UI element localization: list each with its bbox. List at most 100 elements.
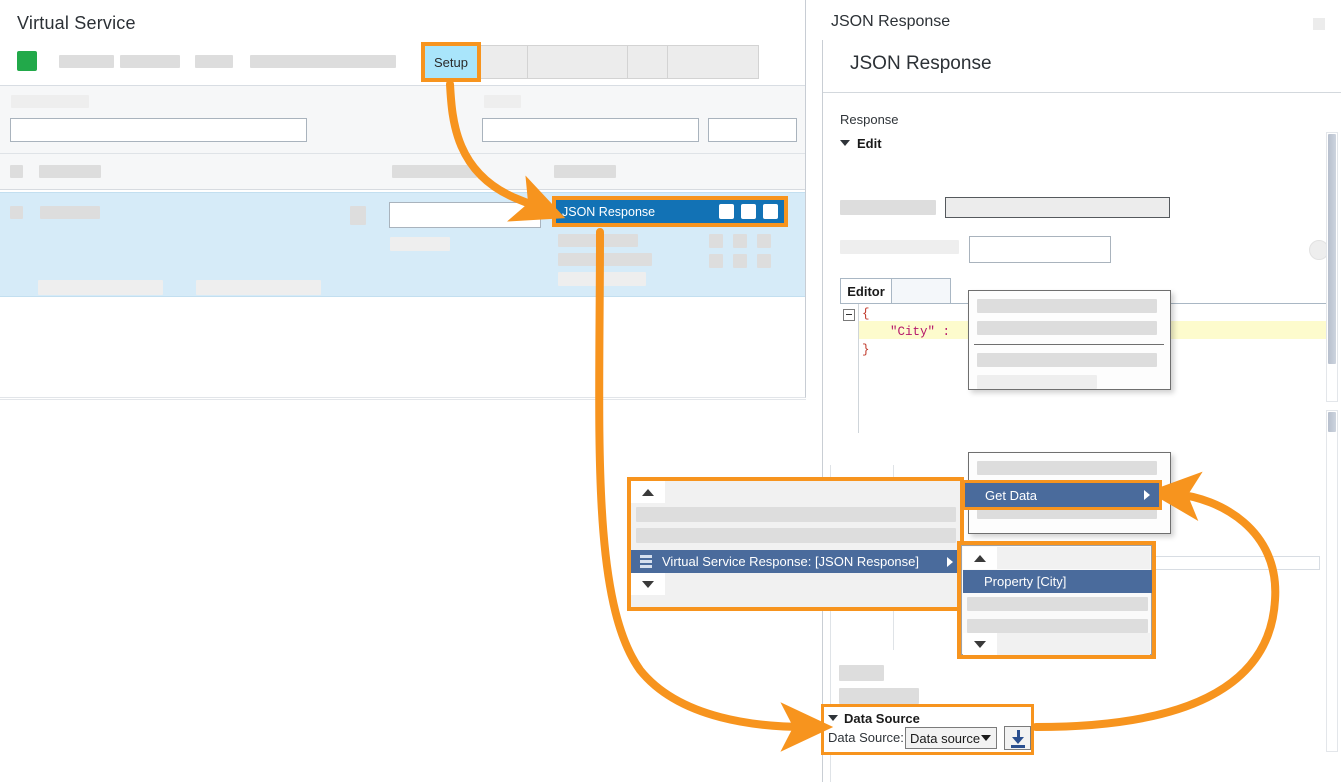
tab-blank-2[interactable] — [528, 45, 628, 79]
virtual-service-form-row — [0, 86, 805, 154]
close-button[interactable] — [763, 204, 778, 219]
data-source-field-label: Data Source: — [828, 730, 904, 745]
editor-line-open-brace: { — [862, 307, 870, 321]
popup-separator — [974, 344, 1164, 345]
property-scroll-down-arrow-icon — [974, 640, 986, 648]
dialog-heading: JSON Response — [850, 53, 992, 74]
row-placeholder-3 — [390, 237, 450, 251]
get-data-label: Get Data — [985, 487, 1038, 503]
editor-tab-strip: Editor — [840, 278, 951, 304]
edit-field-label-2 — [840, 240, 959, 254]
maximize-button[interactable] — [741, 204, 756, 219]
property-scroll-up[interactable] — [963, 547, 997, 569]
property-scroll-up-arrow-icon — [974, 554, 986, 562]
download-arrow-stem-icon — [1017, 730, 1020, 738]
form-input-3[interactable] — [708, 118, 797, 142]
row-placeholder-4 — [558, 234, 638, 247]
col-header-checkbox — [10, 165, 23, 178]
editor-line-close-brace: } — [862, 343, 870, 357]
chevron-down-icon-select — [981, 735, 991, 741]
row-icon-4 — [709, 254, 723, 268]
virtual-service-column-header — [0, 154, 805, 190]
row-placeholder-8 — [196, 280, 321, 295]
form-label-placeholder-1 — [11, 95, 89, 108]
scrollbar-track-upper[interactable] — [1326, 132, 1338, 402]
col-header-placeholder-1 — [39, 165, 101, 178]
dialog-body: JSON Response Response Edit Editor { — [822, 40, 1341, 782]
data-source-select[interactable]: Data source — [905, 727, 997, 749]
json-response-dialog: JSON Response JSON Response Response Edi… — [807, 0, 1341, 782]
row-placeholder-5 — [558, 253, 652, 266]
popup2-item-1[interactable] — [977, 461, 1157, 475]
minimize-button[interactable] — [719, 204, 734, 219]
toolbar-placeholder-3 — [195, 55, 233, 68]
tab-blank-4[interactable] — [668, 45, 759, 79]
popup-item-3[interactable] — [977, 353, 1157, 367]
row-placeholder-1 — [40, 206, 100, 219]
tab-editor-secondary[interactable] — [892, 278, 951, 304]
data-source-selected-value: Data source — [910, 730, 981, 746]
edit-field-label-1 — [840, 200, 936, 215]
scrollbar-thumb-upper[interactable] — [1328, 134, 1336, 364]
fold-collapse-icon[interactable] — [843, 309, 855, 321]
edit-field-value-1[interactable] — [945, 197, 1170, 218]
annotation-highlight-get-data — [962, 480, 1162, 510]
json-response-window-titlebar[interactable]: JSON Response — [556, 200, 784, 223]
data-source-group-label: Data Source — [844, 711, 920, 726]
page-title: Virtual Service — [17, 13, 136, 33]
toolbar-placeholder-1 — [59, 55, 114, 68]
annotation-highlight-setup-tab — [421, 42, 481, 82]
row-icon-5 — [733, 254, 747, 268]
tab-blank-3[interactable] — [628, 45, 668, 79]
popup-item-4[interactable] — [977, 375, 1097, 389]
row-placeholder-6 — [558, 272, 646, 286]
property-scroll-down[interactable] — [963, 633, 997, 655]
edit-group-label: Edit — [857, 136, 882, 151]
json-response-window-title: JSON Response — [562, 204, 656, 219]
form-input-2[interactable] — [482, 118, 699, 142]
annotation-highlight-json-response — [552, 196, 788, 227]
scrollbar-track-lower[interactable] — [1326, 410, 1338, 752]
edit-field-value-2[interactable] — [969, 236, 1111, 263]
col-header-placeholder-2 — [392, 165, 477, 178]
page-divider — [0, 399, 806, 400]
scrollbar-thumb-lower[interactable] — [1328, 412, 1336, 432]
popup-item-1[interactable] — [977, 299, 1157, 313]
status-indicator-icon — [17, 51, 37, 71]
toolbar-placeholder-4 — [250, 55, 396, 68]
submenu-arrow-icon — [947, 556, 953, 567]
bottom-placeholder-1 — [839, 665, 884, 681]
row-icon-6 — [757, 254, 771, 268]
annotation-highlight-property-submenu — [957, 541, 1156, 659]
download-arrow-head-icon — [1012, 737, 1024, 744]
guide-line-1 — [830, 465, 831, 782]
virtual-service-tab-strip: Setup — [424, 45, 759, 79]
editor-line-key: "City" : — [890, 325, 951, 339]
row-icon-1 — [709, 234, 723, 248]
dialog-heading-divider — [823, 92, 1341, 93]
response-section-label: Response — [840, 112, 899, 127]
form-input-1[interactable] — [10, 118, 307, 142]
data-source-group: Data Source Data Source: Data source — [821, 704, 1034, 755]
virtual-service-header: Virtual Service Setup — [0, 0, 805, 86]
chevron-down-icon-data-source — [828, 715, 838, 721]
data-source-group-header[interactable]: Data Source — [828, 711, 920, 726]
row-icon-2 — [733, 234, 747, 248]
col-header-placeholder-3 — [554, 165, 616, 178]
tab-editor[interactable]: Editor — [840, 278, 892, 304]
tab-blank-1[interactable] — [478, 45, 528, 79]
popup-item-2[interactable] — [977, 321, 1157, 335]
edit-group-header[interactable]: Edit — [840, 136, 882, 151]
row-input[interactable] — [389, 202, 541, 228]
toolbar-placeholder-2 — [120, 55, 180, 68]
dialog-minimize-icon[interactable] — [1313, 18, 1325, 30]
import-data-source-button[interactable] — [1004, 726, 1031, 750]
editor-gutter — [840, 304, 859, 433]
bottom-placeholder-2 — [839, 688, 919, 704]
window-controls — [719, 204, 778, 219]
row-placeholder-7 — [38, 280, 163, 295]
row-checkbox[interactable] — [10, 206, 23, 219]
annotation-highlight-context-menu — [627, 477, 964, 611]
autocomplete-popup-upper[interactable] — [968, 290, 1171, 390]
chevron-down-icon — [840, 140, 850, 146]
